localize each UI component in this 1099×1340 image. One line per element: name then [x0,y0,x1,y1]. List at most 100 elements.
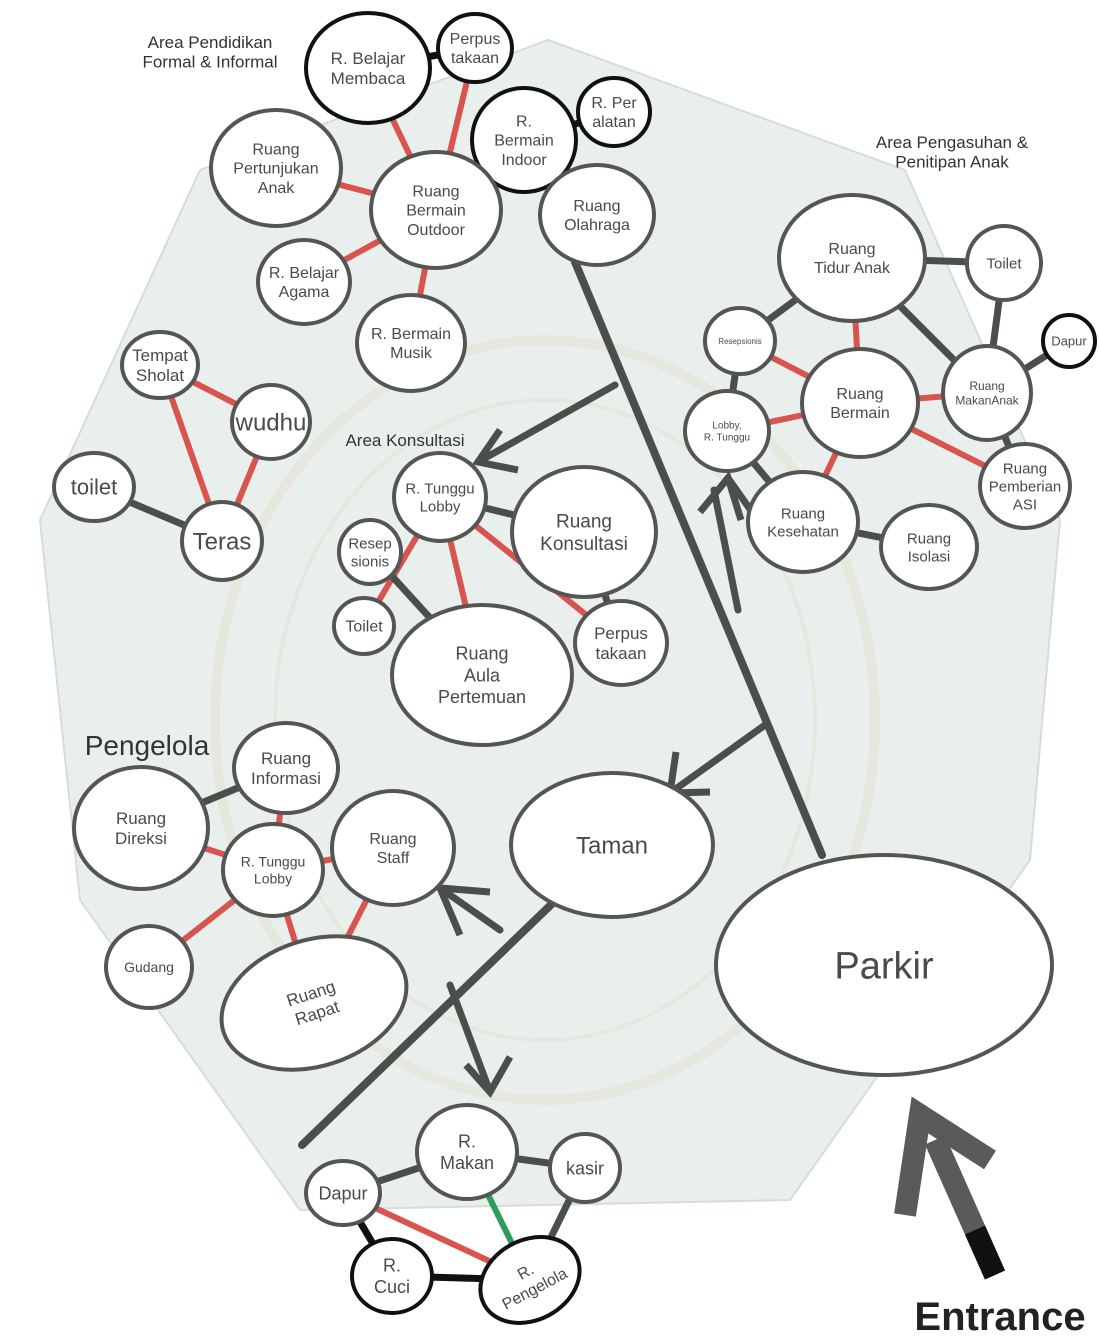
room-bubble-r-makan [415,1103,519,1201]
main-spine-line [571,258,826,859]
room-bubble-ruang-informasi [232,721,340,815]
room-toilet-teras: toilet [52,451,136,523]
room-bubble-ruang-bermain-outdoor [369,150,503,270]
room-bubble-ruang-bermain-p [800,347,920,459]
room-kasir: kasir [548,1132,622,1204]
room-label-gudang: Gudang [124,959,174,975]
arrow-to-staff-shaft [436,884,504,934]
room-bubble-r-tunggu-lobby-g [221,822,325,918]
room-bubble-ruang-olahraga [538,163,656,267]
room-bubble-dapur-p [1041,313,1097,369]
room-bubble-r-pengelola [478,1235,582,1325]
room-label-r-cuci: R.Cuci [374,1256,410,1298]
room-bubble-toilet-p [965,224,1043,302]
room-bubble-toilet-k [332,596,396,656]
room-bubble-teras [180,500,264,582]
room-label-toilet-k: Toilet [345,619,383,636]
room-label-kasir: kasir [566,1158,604,1178]
room-dapur-s: Dapur [304,1159,382,1227]
watermark-emblem [210,335,880,1105]
circulation-arrows [298,258,826,1149]
arrow-to-makan-shaft [446,981,494,1096]
room-label-lobby-p: Lobby,R. Tunggu [704,421,750,444]
room-bubble-ruang-aula [390,603,574,747]
room-parkir: Parkir [714,853,1054,1077]
arrow-to-makan-head-icon [463,1055,514,1098]
room-label-toilet-teras: toilet [71,475,117,500]
room-bubble-ruang-pemberian-asi [978,442,1072,530]
room-bubble-ruang-tidur-anak [777,193,927,323]
room-bubble-resepsionis-k [337,518,403,586]
room-bubble-r-cuci [350,1237,434,1315]
room-bubble-wudhu [230,383,312,461]
room-bubble-ruang-staff [330,789,456,907]
room-gudang: Gudang [104,924,194,1010]
room-bubble-ruang-kesehatan [746,470,860,574]
room-bubble-r-peralatan [576,76,652,148]
room-bubble-r-tunggu-lobby-k [392,451,488,543]
room-bubble-perpus-k [573,599,669,687]
room-bubble-perpus-a [436,12,514,84]
room-bubble-tempat-sholat [120,330,200,400]
room-toilet-p: Toilet [965,224,1043,302]
arrow-to-lobby-head-icon [697,470,745,522]
room-bubble-ruang-makan-anak [941,344,1033,442]
entrance-arrow-icon [894,1096,1006,1280]
room-bubble-ruang-direksi [72,765,210,891]
arrow-to-staff-head-icon [434,884,491,937]
room-dapur-p: Dapur [1041,313,1097,369]
room-bubble-resepsionis-p [703,306,777,376]
room-bubble-lobby-p [683,389,771,473]
room-label-dapur-p: Dapur [1051,334,1087,349]
room-bubble-ruang-pertunjukan [209,108,343,228]
room-label-toilet-p: Toilet [986,255,1022,272]
lower-spine-line [298,894,562,1149]
room-r-cuci: R.Cuci [350,1237,434,1315]
room-bubble-ruang-isolasi [879,503,979,591]
zone-label-pengasuhan: Area Pengasuhan &Penitipan Anak [876,133,1029,172]
room-bubble-kasir [548,1132,622,1204]
room-label-dapur-s: Dapur [318,1183,367,1203]
room-bubble-r-belajar-membaca [304,11,432,125]
room-teras: Teras [180,500,264,582]
room-toilet-k: Toilet [332,596,396,656]
entrance-label: Entrance [914,1295,1085,1339]
room-bubble-taman [509,771,715,919]
room-label-r-makan: R.Makan [440,1132,494,1174]
room-bubble-toilet-teras [52,451,136,523]
